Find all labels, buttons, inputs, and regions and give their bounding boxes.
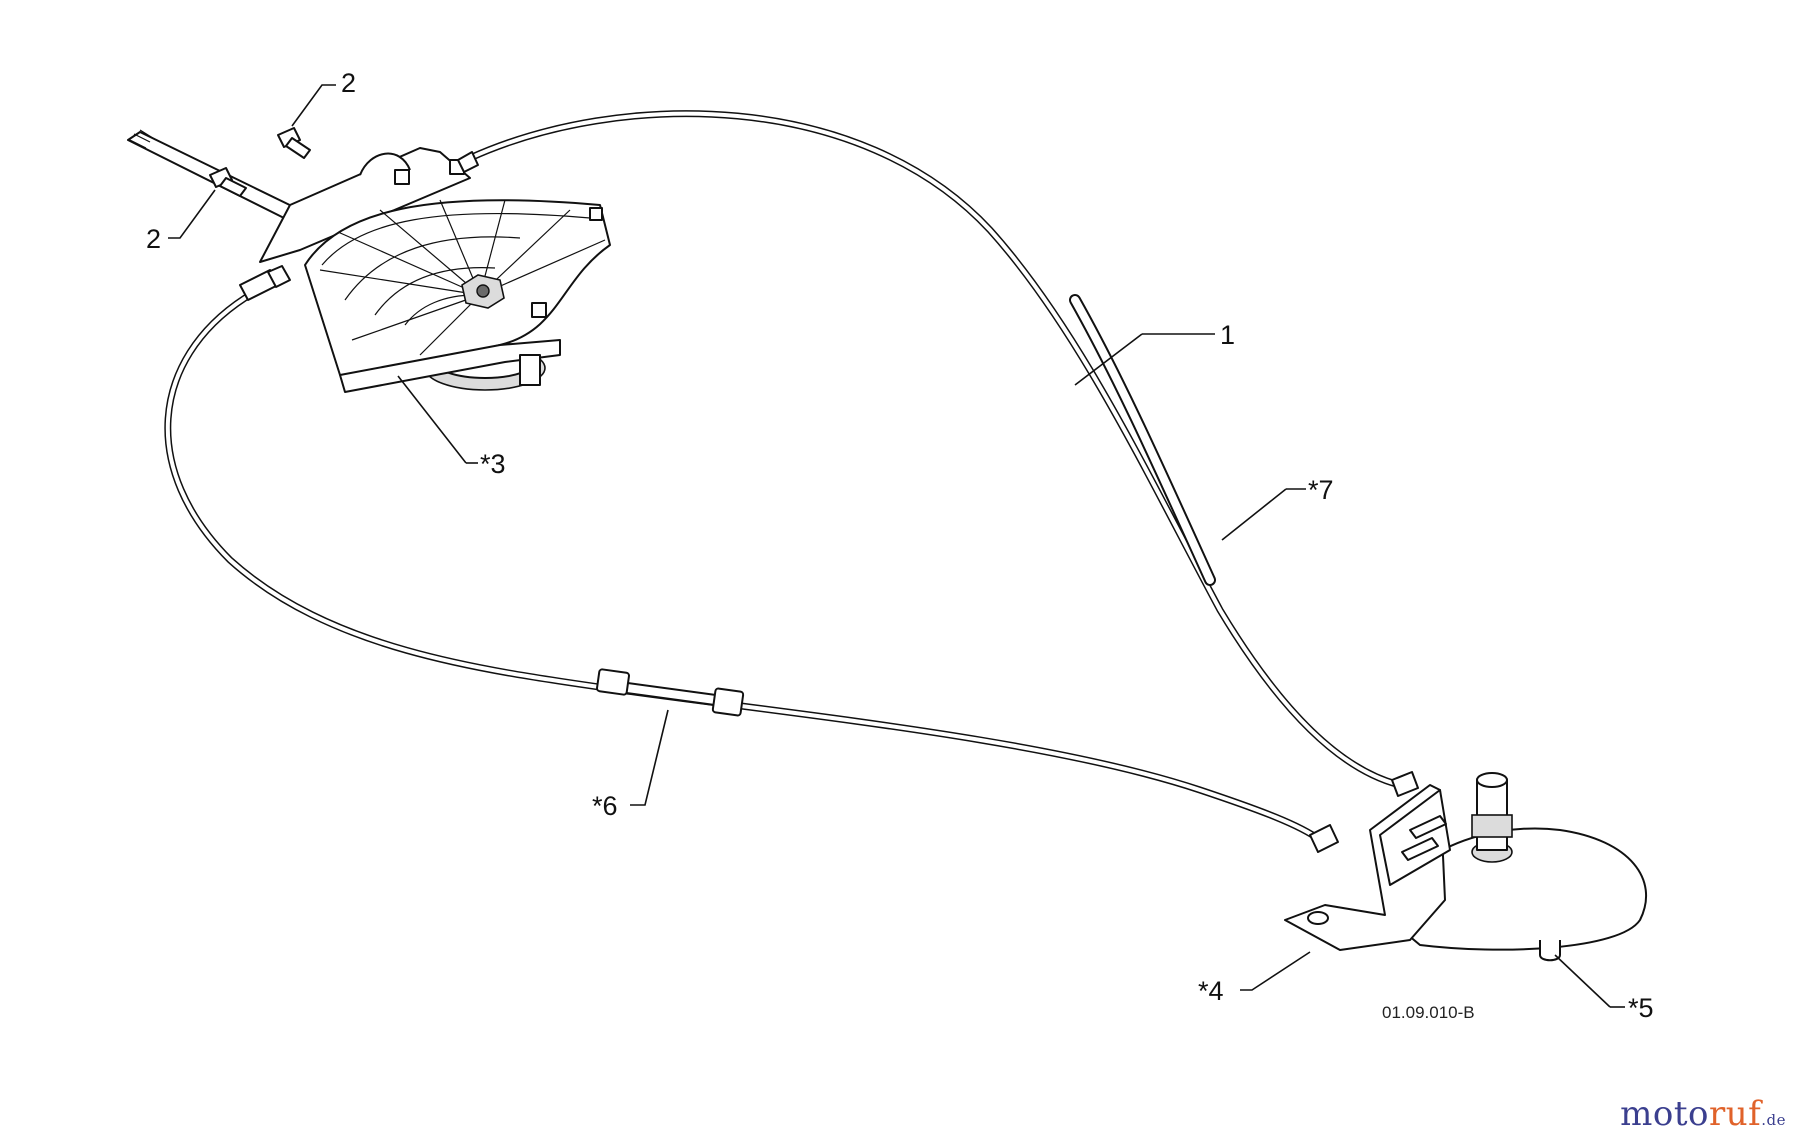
cable-lower — [164, 294, 1324, 844]
watermark-text-main: moto — [1620, 1094, 1710, 1134]
bolt-lower — [209, 167, 247, 197]
callout-2-upper: 2 — [341, 68, 356, 98]
callout-5: *5 — [1628, 993, 1654, 1023]
bolt-upper — [277, 127, 311, 159]
leader-lines — [168, 84, 1625, 1008]
callout-2-lower: 2 — [146, 224, 161, 254]
figure-reference: 01.09.010-B — [1382, 1003, 1475, 1022]
callout-6: *6 — [592, 791, 618, 821]
watermark-logo: motoruf.de — [1620, 1094, 1786, 1134]
callout-1: 1 — [1220, 320, 1235, 350]
callout-7: *7 — [1308, 475, 1334, 505]
callout-3: *3 — [480, 449, 506, 479]
watermark-suffix: .de — [1761, 1111, 1786, 1129]
drive-assembly — [127, 129, 611, 393]
bracket-assembly — [1284, 771, 1647, 962]
watermark-text-accent: ruf — [1709, 1094, 1762, 1134]
callout-4: *4 — [1198, 976, 1224, 1006]
cable-upper — [466, 110, 1404, 789]
